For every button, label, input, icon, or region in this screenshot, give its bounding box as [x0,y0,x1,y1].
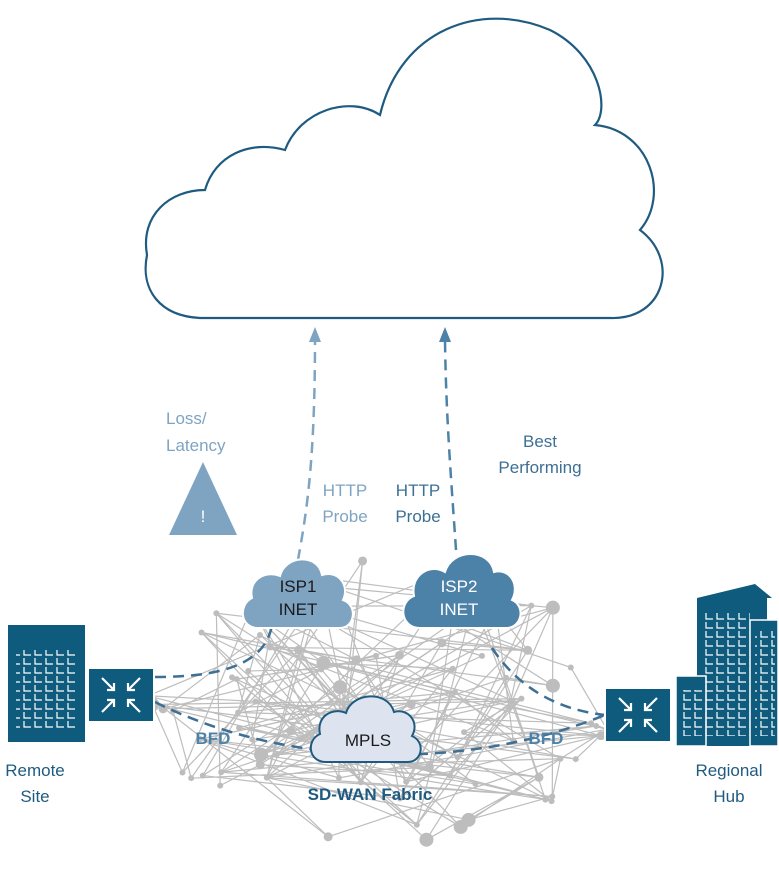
isp2-label-line2: INET [440,600,479,619]
bfd-left-label: BFD [196,729,231,748]
mpls-cloud-icon [310,695,422,763]
http-probe-2-line2: Probe [395,507,440,526]
isp1-label-line1: ISP1 [280,577,317,596]
http-probe-arrow-isp1 [296,327,321,561]
isp2-label-line1: ISP2 [441,577,478,596]
sdwan-fabric-label: SD-WAN Fabric [308,785,433,804]
tunnel-remote-mpls-hub [154,700,606,756]
latency-label: Latency [166,436,226,455]
mpls-label: MPLS [345,731,391,750]
regional-hub-building-icon [675,584,779,747]
bfd-right-label: BFD [529,729,564,748]
isp2-cloud-icon [402,553,522,629]
performing-label: Performing [498,458,581,477]
internet-cloud-icon [144,17,664,320]
warning-triangle-icon: ! [169,462,237,535]
http-probe-2-line1: HTTP [396,481,440,500]
tunnel-remote-isp1 [154,624,274,679]
remote-site-building-icon [8,625,85,742]
isp1-cloud-icon [242,558,354,629]
http-probe-1-line1: HTTP [323,481,367,500]
http-probe-1-line2: Probe [322,507,367,526]
fabric-tunnels [154,624,606,756]
warning-symbol: ! [201,507,206,526]
hub-router-icon [604,687,672,743]
http-probe-arrow-isp2 [439,327,458,551]
best-label: Best [523,432,557,451]
remote-site-line1: Remote [5,761,65,780]
loss-label: Loss/ [166,409,207,428]
regional-hub-line1: Regional [695,761,762,780]
isp1-label-line2: INET [279,600,318,619]
remote-router-icon [87,667,155,723]
regional-hub-line2: Hub [713,787,744,806]
remote-site-line2: Site [20,787,49,806]
